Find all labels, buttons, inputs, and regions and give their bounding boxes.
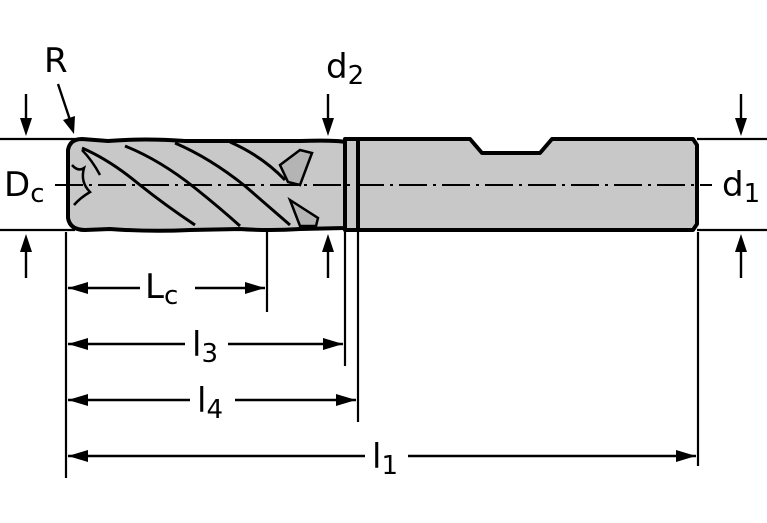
label-Lc-main: L: [145, 267, 164, 307]
extension-lines: [64, 232, 700, 478]
dimension-l4: [68, 394, 356, 406]
label-d2: d2: [326, 47, 364, 91]
label-l4: l4: [197, 381, 223, 425]
label-d1: d1: [722, 165, 760, 209]
diameter-reference-lines: [0, 137, 767, 232]
diameter-arrows: [20, 83, 747, 278]
label-l4-main: l: [197, 381, 206, 421]
label-l3-sub: 3: [201, 339, 218, 369]
label-l3-main: l: [192, 325, 201, 365]
label-l4-sub: 4: [206, 395, 223, 425]
label-d1-sub: 1: [744, 179, 761, 209]
label-R: R: [44, 41, 68, 81]
label-d2-sub: 2: [348, 61, 365, 91]
dimension-l3: [68, 338, 343, 350]
label-Dc-sub: c: [30, 179, 44, 209]
dimension-l1: [68, 450, 696, 462]
label-l1-sub: 1: [381, 451, 398, 481]
label-l1: l1: [372, 437, 398, 481]
label-l1-main: l: [372, 437, 381, 477]
label-Dc: Dc: [4, 165, 44, 209]
label-d2-main: d: [326, 47, 348, 87]
label-Lc: Lc: [145, 267, 178, 311]
label-d1-main: d: [722, 165, 744, 205]
label-l3: l3: [192, 325, 218, 369]
dimension-Lc: [68, 282, 265, 294]
label-Dc-main: D: [4, 165, 30, 205]
label-Lc-sub: c: [164, 281, 178, 311]
